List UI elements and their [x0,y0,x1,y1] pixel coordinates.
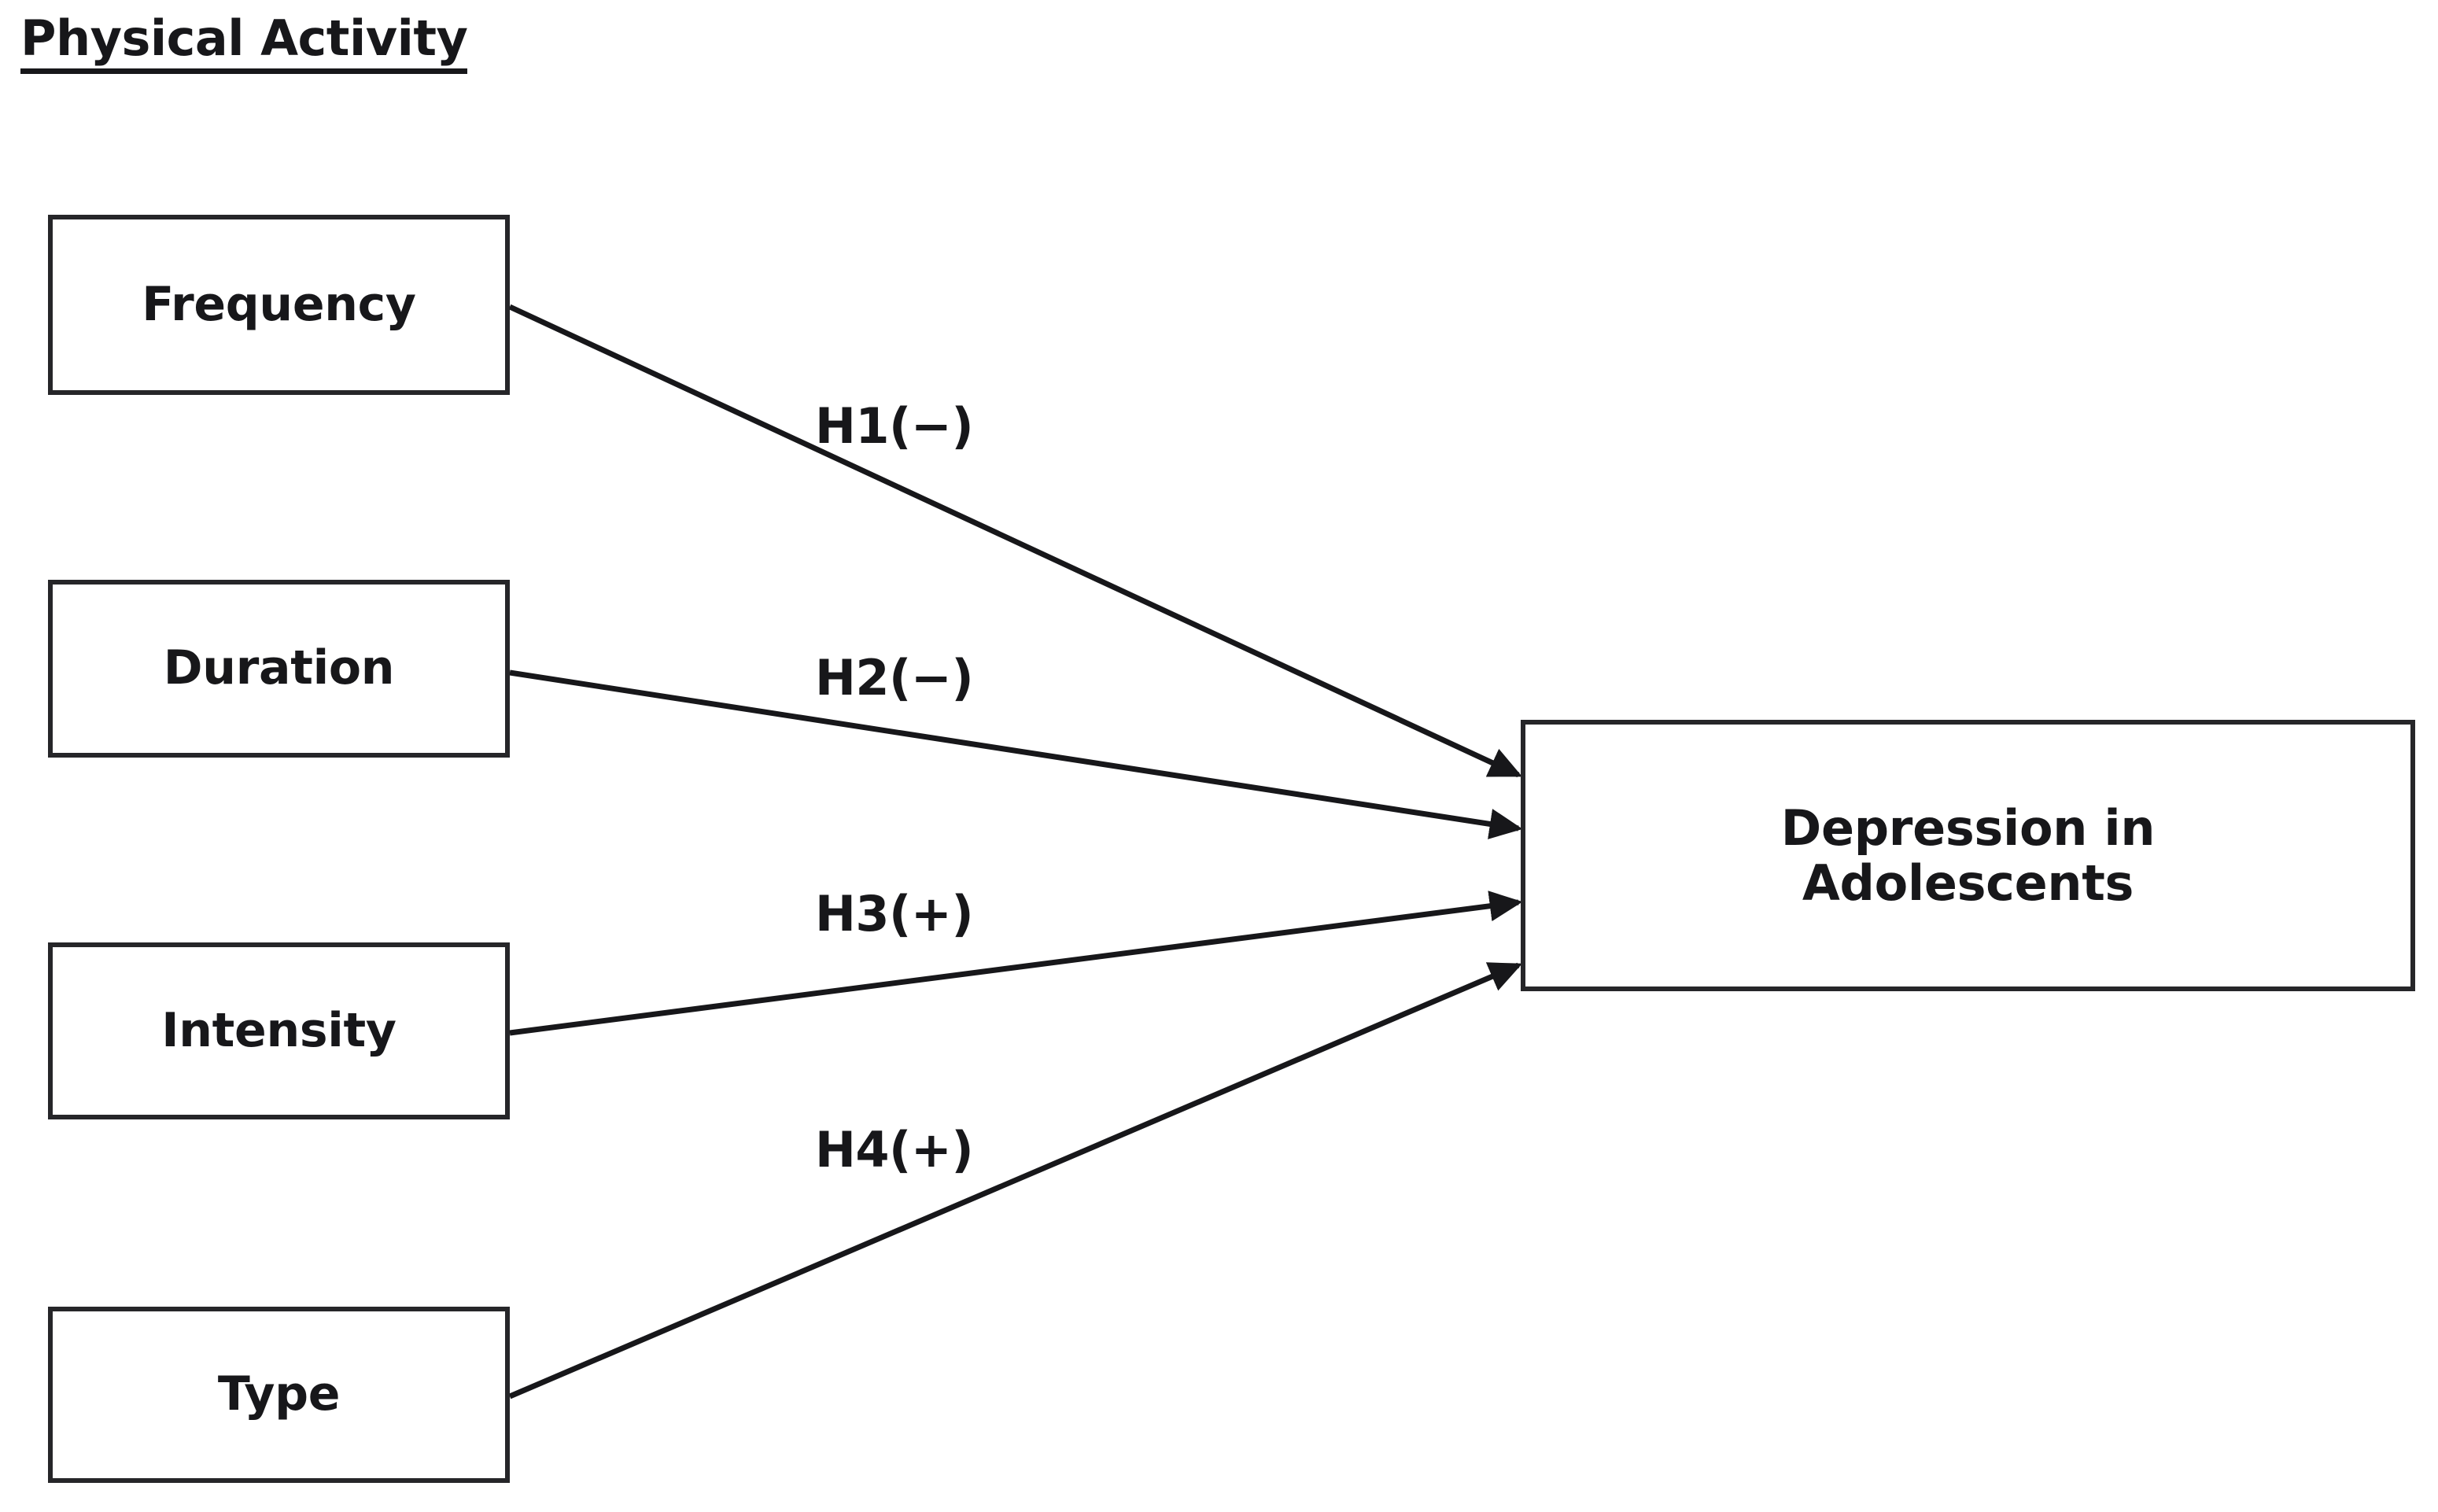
arrow-h4 [508,962,1523,1400]
node-box-frequency[interactable]: Frequency [48,215,510,395]
arrow-h1 [508,304,1523,778]
node-box-duration[interactable]: Duration [48,580,510,758]
path-label-h1: H1(−) [815,397,974,455]
path-label-h2: H2(−) [815,649,974,706]
path-label-h3: H3(+) [815,885,974,942]
node-box-type[interactable]: Type [48,1307,510,1483]
node-label-depression-in-adolescents: Depression in Adolescents [1780,799,2156,912]
node-label-frequency: Frequency [142,276,416,332]
path-label-h4: H4(+) [815,1121,974,1178]
node-box-intensity[interactable]: Intensity [48,942,510,1119]
node-label-type: Type [217,1366,341,1422]
node-label-duration: Duration [163,640,395,696]
page-title: Physical Activity [20,13,468,75]
arrow-h2 [509,669,1523,839]
path-lines [508,304,1523,1400]
arrow-h3 [509,891,1523,1036]
node-label-intensity: Intensity [161,1002,396,1058]
node-box-depression-in-adolescents[interactable]: Depression in Adolescents [1521,720,2415,991]
